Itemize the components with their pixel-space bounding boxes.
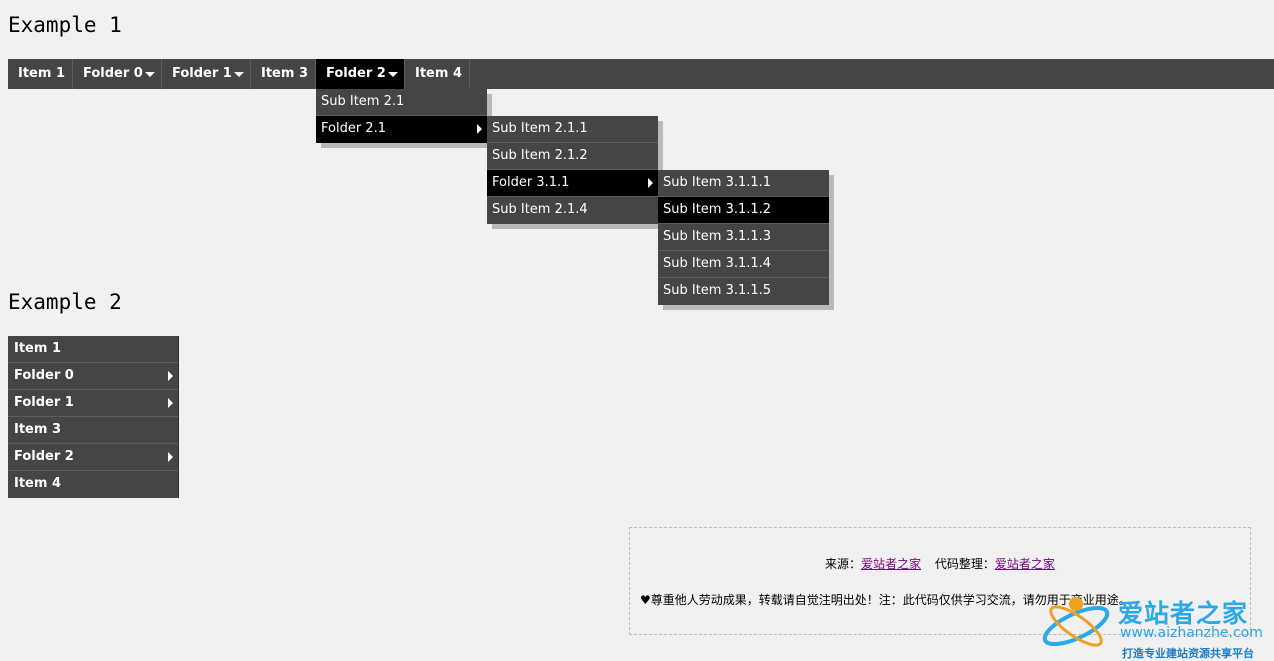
caret-down-icon <box>145 72 155 77</box>
example-2-heading: Example 2 <box>8 290 122 314</box>
submenu-folder-2-1: Sub Item 2.1.1 Sub Item 2.1.2 Folder 3.1… <box>487 116 658 224</box>
submenu-item[interactable]: Sub Item 3.1.1.1 <box>658 170 829 197</box>
vmenu-item-1[interactable]: Item 1 <box>8 336 178 363</box>
submenu-item-label: Sub Item 3.1.1.3 <box>663 229 772 244</box>
caret-right-icon <box>477 124 482 134</box>
submenu-item[interactable]: Sub Item 3.1.1.5 <box>658 278 829 305</box>
submenu-item-label: Sub Item 3.1.1.1 <box>663 175 772 190</box>
menu-item-3[interactable]: Item 3 <box>251 59 316 89</box>
vmenu-item-3[interactable]: Item 3 <box>8 417 178 444</box>
menu-item-label: Folder 1 <box>172 66 232 81</box>
watermark-slogan: 打造专业建站资源共享平台 <box>1122 647 1254 660</box>
menu-item-label: Folder 2 <box>326 66 386 81</box>
watermark-logo: 爱站者之家 www.aizhanzhe.com 打造专业建站资源共享平台 <box>1030 590 1274 660</box>
orbit-logo-icon <box>1042 597 1110 647</box>
menu-item-4[interactable]: Item 4 <box>405 59 470 89</box>
submenu-item[interactable]: Sub Item 3.1.1.4 <box>658 251 829 278</box>
vmenu-item-label: Folder 0 <box>14 368 74 383</box>
menu-folder-1[interactable]: Folder 1 <box>162 59 251 89</box>
menu-item-label: Folder 0 <box>83 66 143 81</box>
vmenu-folder-1[interactable]: Folder 1 <box>8 390 178 417</box>
source-label: 来源： <box>825 557 862 571</box>
submenu-item-label: Sub Item 3.1.1.4 <box>663 256 772 271</box>
submenu-folder[interactable]: Folder 2.1 <box>316 116 487 143</box>
source-line: 来源：爱站者之家 代码整理：爱站者之家 <box>630 555 1250 572</box>
submenu-folder[interactable]: Folder 3.1.1 <box>487 170 658 197</box>
submenu-item[interactable]: Sub Item 3.1.1.3 <box>658 224 829 251</box>
copyright-note: ♥尊重他人劳动成果，转载请自觉注明出处！注：此代码仅供学习交流，请勿用于商业用途… <box>640 593 1131 607</box>
menu-item-label: Item 4 <box>415 66 462 81</box>
submenu-item[interactable]: Sub Item 2.1.2 <box>487 143 658 170</box>
menu-item-label: Item 3 <box>261 66 308 81</box>
vertical-menu: Item 1 Folder 0 Folder 1 Item 3 Folder 2… <box>8 336 179 498</box>
caret-right-icon <box>648 178 653 188</box>
submenu-item-label: Sub Item 2.1.1 <box>492 121 588 136</box>
submenu-item-label: Folder 2.1 <box>321 121 386 136</box>
caret-down-icon <box>388 72 398 77</box>
menu-folder-2[interactable]: Folder 2 <box>316 59 405 89</box>
vmenu-item-label: Item 4 <box>14 476 61 491</box>
submenu-folder-3-1-1: Sub Item 3.1.1.1 Sub Item 3.1.1.2 Sub It… <box>658 170 829 305</box>
footer-box: 来源：爱站者之家 代码整理：爱站者之家 ♥尊重他人劳动成果，转载请自觉注明出处！… <box>629 527 1251 635</box>
source-link[interactable]: 爱站者之家 <box>861 557 922 571</box>
submenu-item[interactable]: Sub Item 2.1 <box>316 89 487 116</box>
vmenu-item-label: Folder 1 <box>14 395 74 410</box>
vmenu-item-4[interactable]: Item 4 <box>8 471 178 498</box>
organizer-label: 代码整理： <box>934 557 995 571</box>
example-1-heading: Example 1 <box>8 13 122 37</box>
vmenu-folder-2[interactable]: Folder 2 <box>8 444 178 471</box>
submenu-item-label: Sub Item 2.1.4 <box>492 202 588 217</box>
vmenu-folder-0[interactable]: Folder 0 <box>8 363 178 390</box>
submenu-item-label: Sub Item 3.1.1.5 <box>663 283 772 298</box>
vmenu-item-label: Item 3 <box>14 422 61 437</box>
submenu-item-label: Sub Item 2.1.2 <box>492 148 588 163</box>
caret-right-icon <box>168 371 173 381</box>
watermark-url: www.aizhanzhe.com <box>1120 625 1263 641</box>
submenu-item-label: Sub Item 2.1 <box>321 94 405 109</box>
organizer-link[interactable]: 爱站者之家 <box>994 557 1055 571</box>
menu-folder-0[interactable]: Folder 0 <box>73 59 162 89</box>
submenu-item-label: Folder 3.1.1 <box>492 175 570 190</box>
submenu-item-label: Sub Item 3.1.1.2 <box>663 202 772 217</box>
menu-item-label: Item 1 <box>18 66 65 81</box>
vmenu-item-label: Item 1 <box>14 341 61 356</box>
submenu-item[interactable]: Sub Item 3.1.1.2 <box>658 197 829 224</box>
vmenu-item-label: Folder 2 <box>14 449 74 464</box>
horizontal-menu-bar: Item 1 Folder 0 Folder 1 Item 3 Folder 2… <box>8 59 1274 89</box>
menu-item-1[interactable]: Item 1 <box>8 59 73 89</box>
watermark-title: 爱站者之家 <box>1118 599 1249 628</box>
submenu-item[interactable]: Sub Item 2.1.1 <box>487 116 658 143</box>
caret-down-icon <box>234 72 244 77</box>
caret-right-icon <box>168 398 173 408</box>
caret-right-icon <box>168 452 173 462</box>
submenu-folder-2: Sub Item 2.1 Folder 2.1 <box>316 89 487 143</box>
submenu-item[interactable]: Sub Item 2.1.4 <box>487 197 658 224</box>
